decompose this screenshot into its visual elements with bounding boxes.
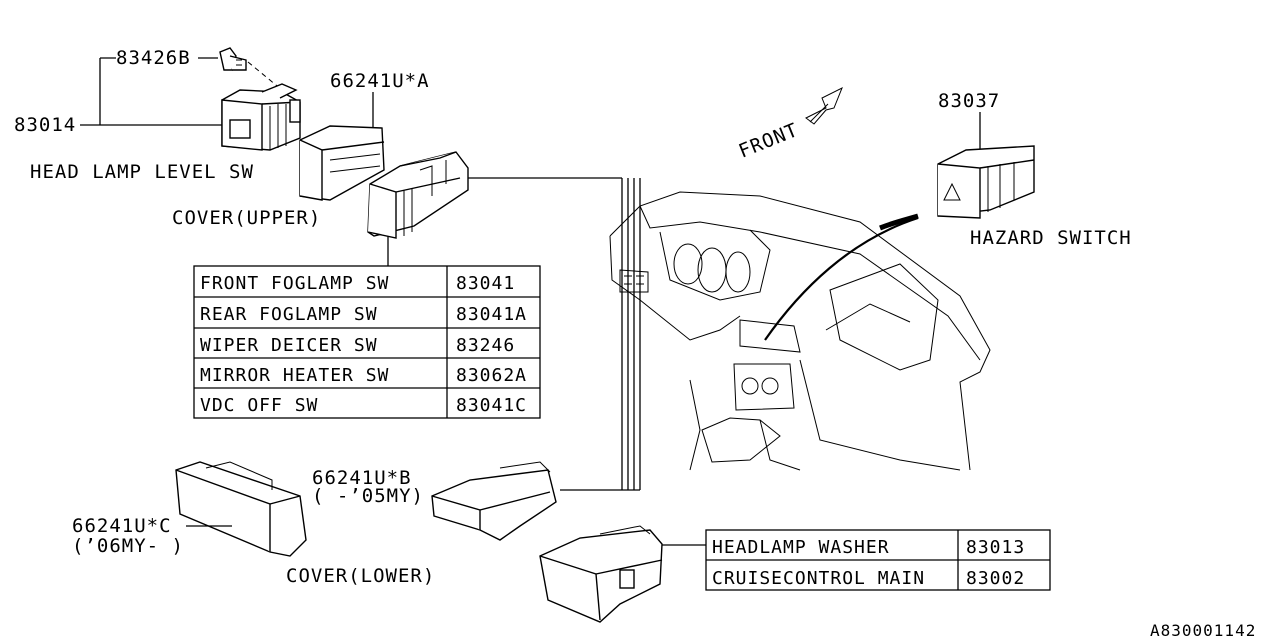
head-lamp-level-switch-group: 83426B 83014 HEAD LAMP LEVEL SW [14,47,301,183]
table-row-part: 83062A [456,365,527,386]
hazard-switch-name: HAZARD SWITCH [970,227,1132,249]
lower-switch-table: HEADLAMP WASHER 83013 CRUISECONTROL MAIN… [705,529,1051,591]
cover-upper-group: 66241U*A COVER(UPPER) [172,70,430,229]
table-row-name: HEADLAMP WASHER [712,537,890,558]
bolt-icon [219,47,247,71]
front-label: FRONT [736,119,802,163]
table-row-part: 83002 [966,568,1025,589]
table-row-name: FRONT FOGLAMP SW [200,273,389,294]
table-row-part: 83246 [456,335,515,356]
cover-lower-b-years: ( -’05MY) [312,485,424,507]
cover-upper-part-number: 66241U*A [330,70,430,92]
cover-lower-c-part-number: 66241U*C [72,515,172,537]
connector-lines [560,178,641,491]
table-row-part: 83013 [966,537,1025,558]
table-row-name: REAR FOGLAMP SW [200,304,378,325]
switch-table: FRONT FOGLAMP SW 83041 REAR FOGLAMP SW 8… [193,265,541,419]
upper-switch-part [367,151,469,239]
table-row-name: VDC OFF SW [200,395,318,416]
table-row-part: 83041C [456,395,527,416]
cover-lower-name: COVER(LOWER) [286,565,435,587]
dashboard-illustration [609,191,991,471]
hazard-part-number: 83037 [938,90,1000,112]
diagram-id: A830001142 [1150,621,1256,640]
head-lamp-part-number: 83014 [14,114,76,136]
cover-lower-b-part-number: 66241U*B [312,467,412,489]
table-row-part: 83041A [456,304,527,325]
cover-lower-c-years: (’06MY- ) [72,535,184,557]
front-arrow: FRONT [736,86,843,163]
cover-lower-c-part [175,461,307,557]
cover-lower-group: 66241U*C (’06MY- ) 66241U*B ( -’05MY) CO… [72,461,557,587]
cover-upper-name: COVER(UPPER) [172,207,321,229]
bolt-part-number: 83426B [116,47,191,69]
upper-switch-assembly [367,151,622,266]
hazard-switch-part [937,145,1035,219]
lower-switch-part [539,525,663,623]
hazard-switch-group: 83037 HAZARD SWITCH [937,90,1132,249]
table-row-name: WIPER DEICER SW [200,335,378,356]
table-row-part: 83041 [456,273,515,294]
cover-lower-b-part [431,461,557,541]
head-lamp-name: HEAD LAMP LEVEL SW [30,161,254,183]
head-lamp-level-switch-part [221,83,301,151]
cover-upper-part [299,125,385,201]
lower-switch-assembly [539,525,706,623]
table-row-name: CRUISECONTROL MAIN [712,568,925,589]
table-row-name: MIRROR HEATER SW [200,365,389,386]
